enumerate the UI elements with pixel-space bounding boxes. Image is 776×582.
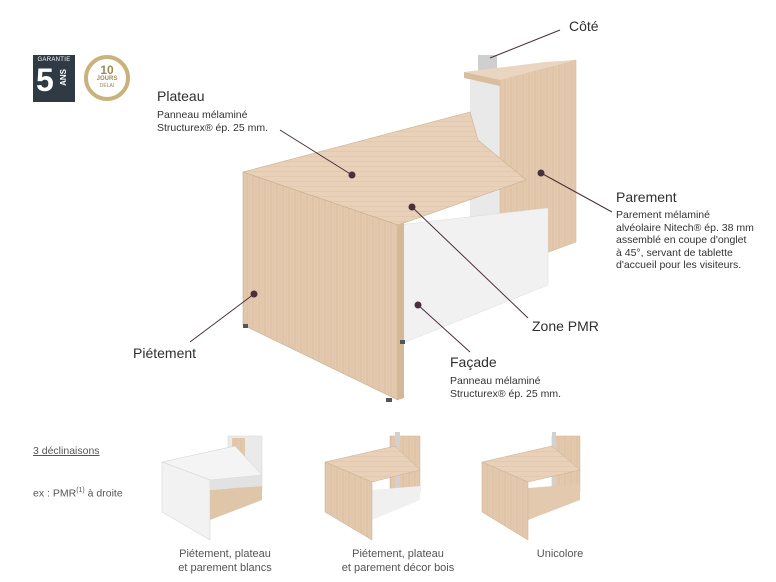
- delay-number: 10: [100, 63, 114, 77]
- plateau-title: Plateau: [157, 88, 205, 104]
- variant-caption-line: Unicolore: [536, 548, 584, 560]
- variant-caption-white: Piétement, plateau et parement blancs: [150, 547, 300, 575]
- variant-caption-line: Piétement, plateau: [179, 548, 271, 560]
- plateau-desc-line: Structurex® ép. 25 mm.: [157, 121, 269, 134]
- facade-title: Façade: [450, 354, 497, 370]
- variant-caption-line: et parement décor bois: [341, 562, 455, 574]
- variant-wood-illustration: [324, 432, 421, 541]
- parement-title: Parement: [616, 189, 677, 205]
- parement-desc: Parement mélaminé alvéolaire Nitech® ép.…: [616, 209, 754, 272]
- facade-desc-line: Panneau mélaminé: [450, 375, 541, 387]
- warranty-number: 5: [36, 62, 54, 98]
- variant-caption-unicolor: Unicolore: [505, 547, 615, 561]
- pmr-note-prefix: ex : PMR: [33, 487, 77, 500]
- variant-white-illustration: [161, 435, 263, 541]
- pmr-note: ex : PMR(1) à droite: [33, 487, 123, 500]
- warranty-badge: GARANTIE 5 ANS: [33, 55, 75, 102]
- variant-caption-line: Piétement, plateau: [352, 548, 444, 560]
- parement-desc-line: alvéolaire Nitech® ép. 38 mm: [616, 221, 754, 234]
- facade-desc-line: Structurex® ép. 25 mm.: [450, 387, 562, 400]
- pietement-label: Piétement: [133, 345, 197, 361]
- variant-caption-line: et parement blancs: [178, 562, 272, 574]
- delay-text: JOURS: [96, 76, 118, 82]
- warranty-top-text: GARANTIE: [37, 57, 71, 63]
- variant-unicolor-illustration: [481, 432, 581, 541]
- plateau-desc: Panneau mélaminé Structurex® ép. 25 mm.: [157, 109, 268, 134]
- parement-desc-line: Parement mélaminé: [616, 209, 710, 221]
- variants-heading: 3 déclinaisons: [33, 445, 100, 457]
- zone-pmr-label: Zone PMR: [532, 318, 599, 334]
- variant-caption-wood: Piétement, plateau et parement décor boi…: [318, 547, 478, 575]
- parement-desc-line: à 45°, servant de tablette: [616, 246, 733, 259]
- pmr-note-suffix: à droite: [84, 487, 123, 500]
- facade-desc: Panneau mélaminé Structurex® ép. 25 mm.: [450, 375, 561, 400]
- facade-panel: [397, 207, 549, 346]
- delay-badge: 10 JOURS DÉLAI: [84, 55, 130, 101]
- parement-desc-line: assemblé en coupe d'onglet: [616, 234, 747, 246]
- plateau-desc-line: Panneau mélaminé: [157, 109, 248, 121]
- pmr-note-sup: (1): [76, 487, 85, 494]
- delay-sub: DÉLAI: [99, 83, 115, 89]
- parement-desc-line: d'accueil pour les visiteurs.: [616, 259, 742, 271]
- parement-top: [464, 60, 576, 80]
- cote-label: Côté: [569, 18, 599, 34]
